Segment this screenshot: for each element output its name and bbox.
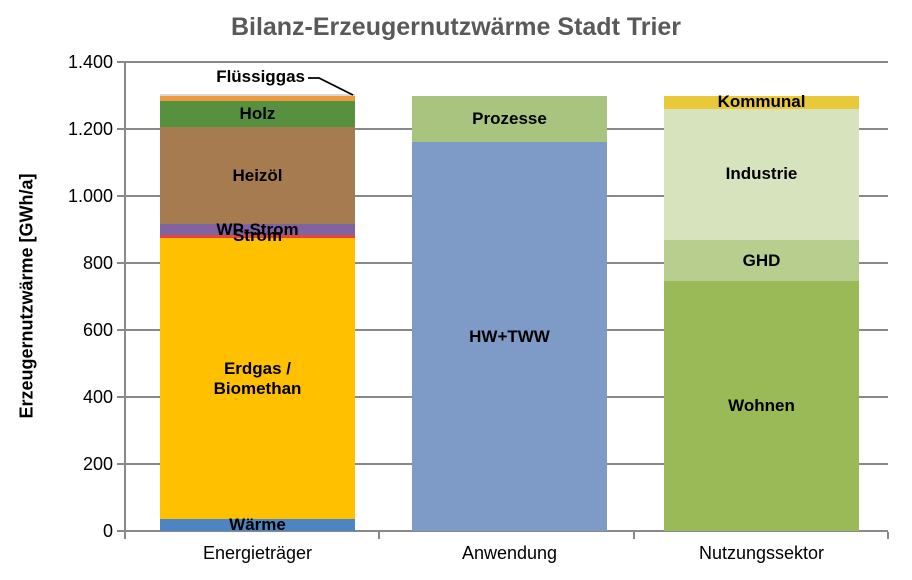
segment-label: Strom: [232, 226, 283, 246]
y-tick-label: 1.400: [67, 52, 113, 72]
bar-segment: [160, 95, 355, 101]
y-axis-tick: [117, 396, 125, 398]
bar-segment: [160, 100, 355, 128]
bar-segment: [664, 281, 859, 531]
y-tick-label: 0: [102, 521, 113, 541]
y-axis-tick: [117, 61, 125, 63]
segment-label: Heizöl: [232, 165, 283, 185]
y-axis-tick: [117, 463, 125, 465]
bar-segment: [160, 519, 355, 531]
x-axis-tick: [887, 532, 889, 539]
y-tick-label: 200: [82, 454, 113, 474]
bar-segment: [160, 237, 355, 520]
y-axis-tick: [117, 195, 125, 197]
y-axis-title: Erzeugernutzwärme [GWh/a]: [16, 173, 37, 419]
gridline: [125, 61, 888, 63]
segment-label: GHD: [742, 250, 781, 270]
bar-segment: [160, 224, 355, 235]
segment-label: Wärme: [229, 515, 286, 535]
x-axis-label: Anwendung: [461, 543, 558, 563]
x-axis-line: [125, 530, 888, 532]
segment-label: Wohnen: [728, 396, 795, 416]
chart-title: Bilanz-Erzeugernutzwärme Stadt Trier: [230, 13, 682, 41]
x-axis-tick: [124, 532, 126, 539]
segment-label: WP-Strom: [216, 219, 299, 239]
y-tick-label: 600: [82, 320, 113, 340]
y-axis-tick: [117, 128, 125, 130]
y-tick-label: 1.200: [67, 119, 113, 139]
x-axis-label: Energieträger: [202, 543, 313, 563]
bar-segment: [664, 95, 859, 109]
segment-label: HW+TWW: [469, 326, 550, 346]
bar-segment: [664, 239, 859, 282]
bar-segment: [412, 142, 607, 531]
segment-label: Erdgas / Biomethan: [213, 358, 302, 398]
bar-segment: [664, 108, 859, 240]
segment-label: Holz: [239, 103, 276, 123]
x-axis-tick: [378, 532, 381, 539]
bar-segment: [412, 95, 607, 143]
y-axis-tick: [117, 262, 125, 264]
y-tick-label: 400: [82, 387, 113, 407]
x-axis-tick: [632, 532, 635, 539]
y-tick-label: 800: [82, 253, 113, 273]
y-axis-tick: [117, 530, 125, 532]
segment-label: Industrie: [725, 164, 798, 184]
segment-label: Kommunal: [717, 92, 806, 112]
segment-label: Prozesse: [472, 108, 547, 128]
bar-segment: [160, 234, 355, 238]
y-tick-label: 1.000: [67, 186, 113, 206]
bar-segment: [160, 127, 355, 225]
segment-label: Flüssiggas: [216, 67, 305, 86]
y-axis-tick: [117, 329, 125, 331]
y-axis-line: [124, 62, 126, 531]
x-axis-label: Nutzungssektor: [698, 543, 825, 563]
